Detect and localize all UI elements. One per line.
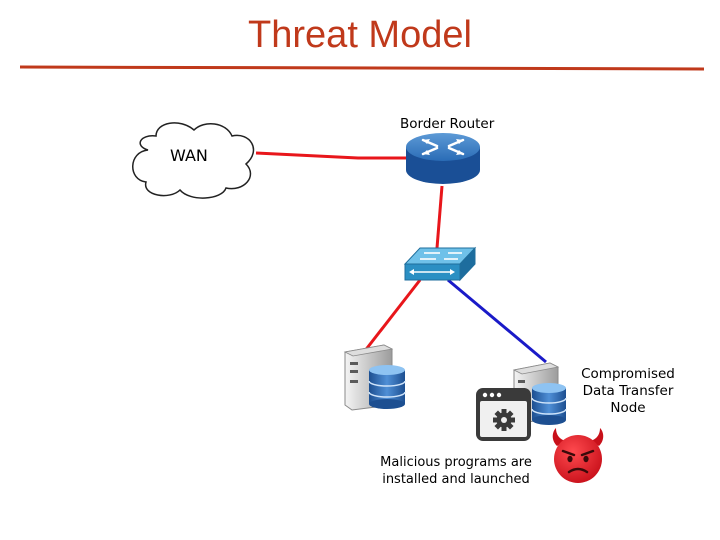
cloud-icon	[132, 122, 255, 199]
malicious-line: Malicious programs are	[380, 455, 532, 470]
database-icon	[531, 383, 567, 425]
link-switch-server	[362, 279, 422, 353]
switch-icon	[403, 246, 477, 282]
database-icon	[368, 365, 406, 409]
router-icon	[406, 133, 480, 184]
slide-title: Threat Model	[248, 14, 472, 56]
gear-window-icon	[476, 388, 531, 441]
border-router-label: Border Router	[400, 116, 495, 132]
compromised-dtn-line: Compromised	[581, 366, 675, 382]
link-wan-router	[255, 151, 410, 160]
title-underline	[19, 65, 705, 71]
devil-icon	[552, 428, 604, 483]
compromised-dtn-line: Node	[610, 400, 646, 416]
wan-label: WAN	[170, 146, 208, 165]
link-switch-dtn	[447, 278, 547, 364]
compromised-dtn-label: Compromised Data Transfer Node	[570, 366, 686, 417]
compromised-dtn-line: Data Transfer	[582, 383, 674, 399]
link-router-switch	[435, 185, 444, 249]
malicious-programs-label: Malicious programs are installed and lau…	[366, 454, 546, 488]
malicious-line: installed and launched	[382, 472, 530, 487]
